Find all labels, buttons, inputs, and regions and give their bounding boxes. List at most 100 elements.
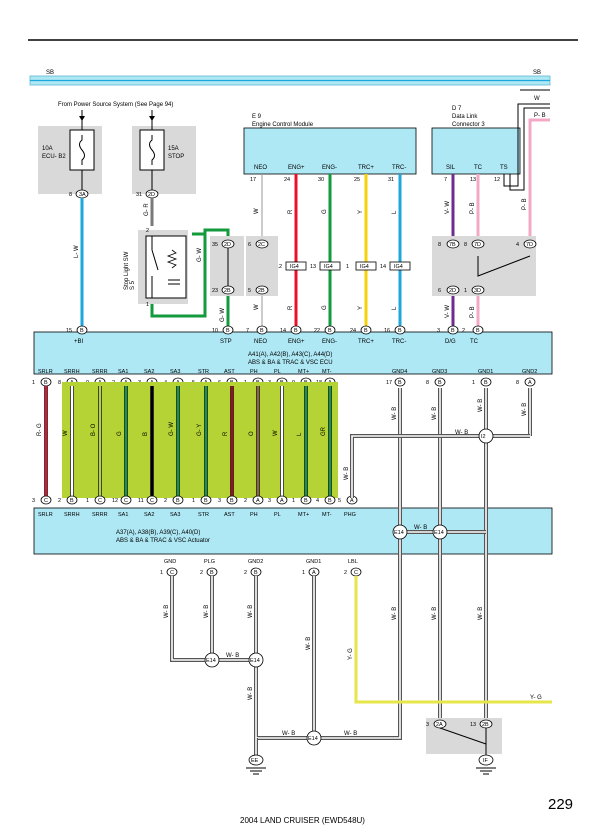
- svg-text:7D: 7D: [474, 242, 481, 248]
- ecu-top-pin-num: 10: [212, 328, 218, 334]
- ecm-wire-label: L: [392, 306, 398, 310]
- svg-text:3D: 3D: [474, 288, 481, 294]
- stop-switch-name: Stop Light SW: [124, 251, 130, 290]
- actuator-top-pin: [226, 495, 238, 505]
- ig4-pin: 12: [276, 264, 282, 270]
- actuator-top-pin-num: 1: [292, 498, 295, 504]
- ig4-pin: 13: [310, 264, 316, 270]
- stop-switch-pin-2: 2: [146, 228, 149, 234]
- ecu-bottom-pin-num: 8: [516, 380, 519, 386]
- fuse-stop-amp: 15A: [168, 146, 179, 152]
- ecu-top-pin-label: TRC+: [358, 339, 374, 345]
- ecu-bottom-pin-label: AST: [224, 369, 235, 375]
- svg-text:W- B: W- B: [164, 605, 170, 618]
- svg-text:W- B: W- B: [478, 399, 484, 412]
- fuse-ecu-b2-amp: 10A: [42, 146, 53, 152]
- fuse-ecu-b2-name: ECU- B2: [42, 154, 66, 160]
- ecm-wire-label: L: [392, 210, 398, 214]
- signal-wire-label: L: [297, 432, 303, 436]
- svg-text:8: 8: [464, 242, 467, 248]
- ecu-top-pin-label: NEO: [254, 339, 267, 345]
- ig4-connector: [389, 261, 411, 271]
- svg-text:P- B: P- B: [470, 306, 476, 318]
- actuator-top-pin-conn: C: [44, 498, 48, 504]
- signal-wire-label: G: [117, 431, 123, 436]
- actuator-top-pin-label: MT-: [322, 512, 332, 518]
- svg-text:W- B: W- B: [344, 467, 350, 480]
- svg-text:2B: 2B: [258, 288, 265, 294]
- actuator-top-pin-label: SRRH: [64, 512, 80, 518]
- svg-text:P- B: P- B: [522, 198, 528, 210]
- actuator-bottom-pin-conn: A: [312, 570, 316, 576]
- actuator-top-pin-conn: B: [70, 498, 74, 504]
- actuator-top-pin-conn: C: [124, 498, 128, 504]
- svg-text:W- B: W- B: [344, 731, 357, 737]
- actuator-top-pin-conn: B: [304, 498, 308, 504]
- actuator-top-pin: [94, 495, 106, 505]
- actuator-top-pin-conn: A: [256, 498, 260, 504]
- svg-text:P- B: P- B: [470, 202, 476, 214]
- dlc-code: D 7: [452, 106, 462, 112]
- actuator-top-pin: [120, 495, 132, 505]
- actuator-top-pin-conn: B: [230, 498, 234, 504]
- ig4-connector: [319, 261, 341, 271]
- ig4-connector: [285, 261, 307, 271]
- actuator-top-pin: [252, 495, 264, 505]
- svg-text:23: 23: [212, 288, 218, 294]
- svg-text:2C: 2C: [258, 242, 265, 248]
- ecu-bottom-pin-label: PH: [250, 369, 258, 375]
- signal-wire-label: R: [223, 431, 229, 436]
- ecu-top-pin: [256, 325, 268, 335]
- svg-text:W- B: W- B: [392, 407, 398, 420]
- svg-text:13: 13: [470, 722, 476, 728]
- stop-switch-code: S 5: [130, 280, 136, 290]
- ecu-top-pin: [222, 325, 234, 335]
- ecm-pins: NEO17WWENG+24RRIG412ENG-30GGIG413TRC+25Y…: [250, 165, 411, 328]
- actuator-bottom-pin-conn: C: [170, 570, 174, 576]
- ecu-bottom-pin-label: MT+: [298, 369, 309, 375]
- fuse-ecu-b2-conn: 3A: [79, 192, 86, 198]
- ecu-top-pin-conn: B: [398, 328, 402, 334]
- engine-control-module: E 9 Engine Control Module: [243, 114, 417, 175]
- ecu-top-pin: [76, 325, 88, 335]
- svg-text:G- W: G- W: [220, 308, 226, 322]
- svg-text:W- B: W- B: [306, 637, 312, 650]
- dlc-pin-ts-label: TS: [500, 165, 508, 171]
- svg-text:G- W: G- W: [197, 248, 203, 262]
- actuator-top-pin-label: PH: [250, 512, 258, 518]
- actuator-top-pin-label: SA3: [170, 512, 180, 518]
- ecm-wire-label: G: [322, 305, 328, 310]
- signal-wire-label: G- Y: [197, 424, 203, 436]
- svg-text:E14: E14: [394, 530, 404, 536]
- svg-text:W- B: W- B: [432, 607, 438, 620]
- ig4-label: IG4: [324, 264, 333, 270]
- ecm-pin-label: ENG+: [288, 165, 305, 171]
- ecu-bottom-pin-label: SRLR: [38, 369, 53, 375]
- wire-l-w: L- W: [74, 198, 84, 328]
- dlc-name2: Connector 3: [452, 122, 485, 128]
- ground-wiring: W- B W- B W- B W- B W- B W- B W- B W- B …: [164, 388, 552, 775]
- svg-text:8: 8: [438, 242, 441, 248]
- actuator-top-pin: [276, 495, 288, 505]
- ecu-bottom-pin: [524, 377, 536, 387]
- wire-l-w-label: L- W: [74, 245, 80, 258]
- actuator-name: ABS & BA & TRAC & VSC Actuator: [116, 538, 210, 544]
- svg-text:W- B: W- B: [522, 403, 528, 416]
- ecm-wire-label: G: [322, 209, 328, 214]
- svg-text:W- B: W- B: [204, 605, 210, 618]
- ecm-name: Engine Control Module: [252, 122, 314, 128]
- svg-text:W- B: W- B: [455, 430, 468, 436]
- abs-ecu: A41(A), A42(B), A43(C), A44(D) ABS & BA …: [33, 331, 553, 375]
- fuse-stop-block: 15A STOP 2D 31: [132, 110, 196, 199]
- ecm-pin-num: 17: [250, 177, 256, 183]
- svg-text:E14: E14: [250, 658, 260, 664]
- svg-text:1: 1: [464, 288, 467, 294]
- actuator-bottom-pin-conn: C: [354, 570, 358, 576]
- ecu-bottom-pin-label: SA1: [118, 369, 128, 375]
- bus-label-right: SB: [533, 70, 541, 76]
- abs-actuator: A37(A), A38(B), A39(C), A40(D) ABS & BA …: [33, 507, 553, 555]
- actuator-bottom-pin-label: GND: [164, 559, 176, 565]
- actuator-top-pin-num: 3: [218, 498, 221, 504]
- signal-wire-label: GR: [321, 426, 327, 436]
- svg-text:2D: 2D: [449, 288, 456, 294]
